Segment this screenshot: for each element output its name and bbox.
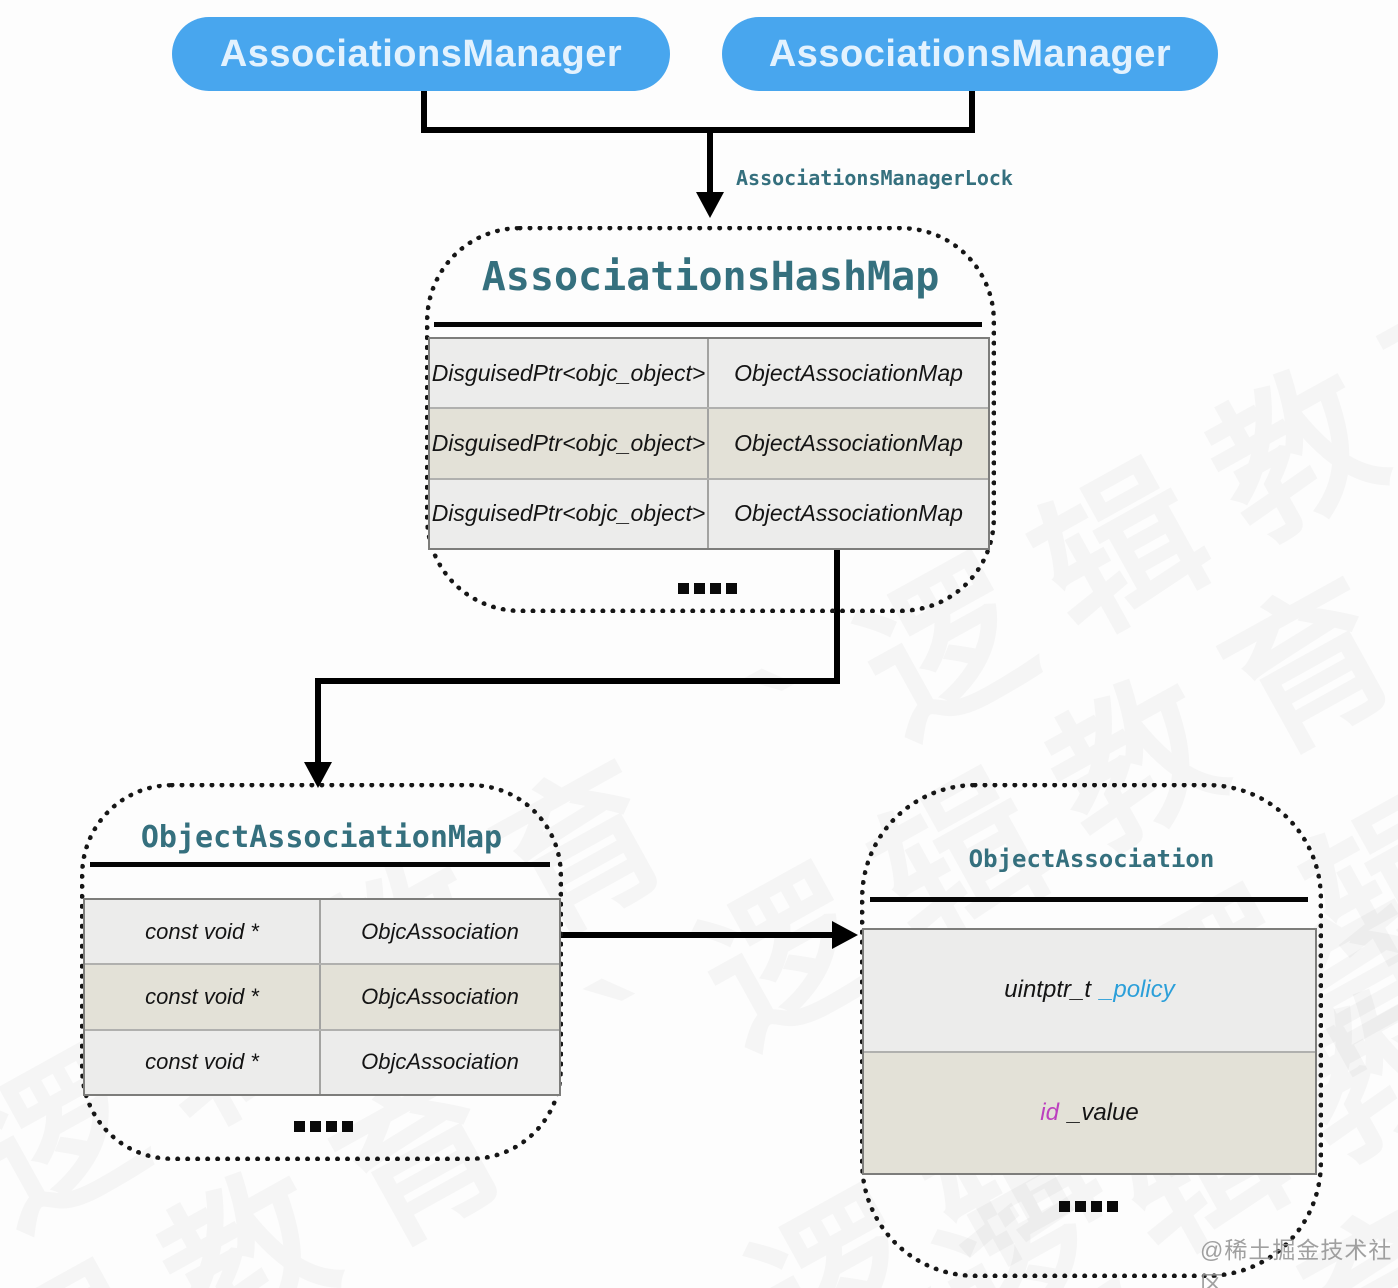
associations-hashmap-title-rule <box>434 322 982 327</box>
oa-field-value: id _value <box>864 1053 1315 1174</box>
oamap-value-cell: ObjcAssociation <box>361 1049 519 1075</box>
associations-manager-label: AssociationsManager <box>219 32 623 75</box>
associations-manager-label: AssociationsManager <box>768 32 1172 75</box>
table-row: const void * ObjcAssociation <box>85 965 559 1031</box>
oamap-key-cell: const void * <box>85 900 321 964</box>
hashmap-key-cell: DisguisedPtr<objc_object> <box>430 339 709 408</box>
object-association-map-table: const void * ObjcAssociation const void … <box>83 898 561 1096</box>
community-credit: @稀土掘金技术社区 <box>1200 1237 1393 1288</box>
oa-ellipsis-icon <box>1059 1201 1118 1212</box>
oa-field-name: _policy <box>1100 976 1175 1004</box>
associations-hashmap-table: DisguisedPtr<objc_object> ObjectAssociat… <box>428 337 990 550</box>
object-association-map-title-rule <box>90 862 550 867</box>
oa-field-policy: uintptr_t _policy <box>864 930 1315 1051</box>
associations-manager-lock-label: AssociationsManagerLock <box>736 166 1013 190</box>
hashmap-key-cell: DisguisedPtr<objc_object> <box>430 479 709 548</box>
oa-field-type: uintptr_t <box>1004 976 1091 1004</box>
associations-manager-node-2: AssociationsManager <box>722 17 1218 91</box>
object-association-title: ObjectAssociation <box>968 845 1215 873</box>
associations-manager-node-1: AssociationsManager <box>172 17 670 91</box>
oa-field-name: _value <box>1067 1098 1139 1126</box>
table-row: DisguisedPtr<objc_object> ObjectAssociat… <box>430 479 988 548</box>
lock-arrowhead-icon <box>696 192 724 218</box>
oamap-key-cell: const void * <box>85 1030 321 1094</box>
hashmap-value-cell: ObjectAssociationMap <box>734 500 963 527</box>
hashmap-value-cell: ObjectAssociationMap <box>734 429 963 456</box>
hashmap-value-cell: ObjectAssociationMap <box>734 359 963 386</box>
hashmap-key-cell: DisguisedPtr<objc_object> <box>430 409 709 478</box>
oa-arrowhead-icon <box>832 921 858 949</box>
table-row: id _value <box>864 1052 1315 1174</box>
manager-merge-line <box>421 91 975 133</box>
table-row: DisguisedPtr<objc_object> ObjectAssociat… <box>430 339 988 410</box>
table-row: DisguisedPtr<objc_object> ObjectAssociat… <box>430 409 988 480</box>
hashmap-to-oamap-line <box>315 550 840 768</box>
oamap-arrowhead-icon <box>304 762 332 788</box>
table-row: uintptr_t _policy <box>864 930 1315 1053</box>
oa-field-type: id <box>1040 1098 1059 1126</box>
oamap-key-cell: const void * <box>85 965 321 1029</box>
table-row: const void * ObjcAssociation <box>85 900 559 966</box>
hashmap-ellipsis-icon <box>678 583 737 594</box>
object-association-map-title: ObjectAssociationMap <box>140 820 503 855</box>
table-row: const void * ObjcAssociation <box>85 1030 559 1094</box>
associations-hashmap-container <box>425 226 996 613</box>
associations-hashmap-title: AssociationsHashMap <box>481 254 940 300</box>
oamap-value-cell: ObjcAssociation <box>361 918 519 944</box>
oamap-value-cell: ObjcAssociation <box>361 983 519 1009</box>
object-association-table: uintptr_t _policy id _value <box>862 928 1317 1175</box>
oamap-ellipsis-icon <box>294 1121 353 1132</box>
object-association-title-rule <box>870 897 1308 902</box>
